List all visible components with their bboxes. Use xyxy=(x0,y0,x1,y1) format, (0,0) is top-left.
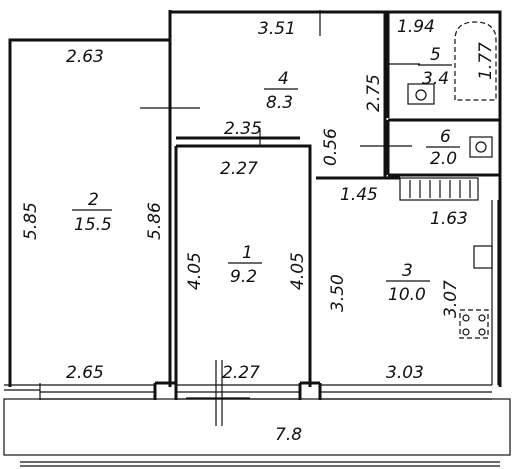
sink-icon xyxy=(407,83,435,105)
dim-1-77: 1.77 xyxy=(476,42,496,80)
dim-3-50: 3.50 xyxy=(328,274,348,312)
room-2-number: 2 xyxy=(88,190,99,210)
dim-2-65: 2.65 xyxy=(66,363,104,383)
dim-2-63: 2.63 xyxy=(66,47,104,67)
dim-5-85: 5.85 xyxy=(21,202,41,240)
fixtures xyxy=(399,21,497,339)
room-3-label: 3 10.0 xyxy=(386,261,430,305)
room-1-number: 1 xyxy=(242,243,253,263)
dim-3-07: 3.07 xyxy=(441,280,461,318)
room-5-label: 5 3.4 xyxy=(418,45,452,89)
walls xyxy=(8,10,502,387)
balcony xyxy=(3,360,511,467)
dim-0-56: 0.56 xyxy=(321,128,341,166)
dim-5-86: 5.86 xyxy=(145,202,165,240)
dimension-labels: 2.63 3.51 1.94 1.77 2.75 2.35 0.56 2.27 … xyxy=(21,17,496,445)
room-4-number: 4 xyxy=(278,69,289,89)
dim-2-27-top: 2.27 xyxy=(220,159,258,179)
dim-2-35: 2.35 xyxy=(224,119,262,139)
dim-3-51: 3.51 xyxy=(258,19,296,39)
room-2-label: 2 15.5 xyxy=(72,190,112,235)
room-2-area: 15.5 xyxy=(74,215,112,235)
room-4-area: 8.3 xyxy=(266,93,293,113)
dim-4-05-left: 4.05 xyxy=(185,252,205,290)
room-6-area: 2.0 xyxy=(430,149,457,169)
room-5-area: 3.4 xyxy=(422,69,449,89)
dim-4-05-right: 4.05 xyxy=(288,252,308,290)
dim-2-27-bottom: 2.27 xyxy=(222,363,260,383)
dim-7-8: 7.8 xyxy=(275,425,302,445)
room-3-area: 10.0 xyxy=(388,285,426,305)
room-6-number: 6 xyxy=(440,127,451,147)
room-5-number: 5 xyxy=(430,45,441,65)
room-1-label: 1 9.2 xyxy=(228,243,262,287)
dim-1-45: 1.45 xyxy=(340,185,378,205)
bathtub-icon xyxy=(454,21,497,101)
room-3-number: 3 xyxy=(402,261,413,281)
toilet-icon xyxy=(469,136,493,158)
kitchen-counter-icon xyxy=(399,177,479,201)
room-6-label: 6 2.0 xyxy=(426,127,460,169)
table-icon xyxy=(459,309,489,339)
dim-1-63: 1.63 xyxy=(430,209,468,229)
room-4-label: 4 8.3 xyxy=(264,69,298,113)
dim-3-03: 3.03 xyxy=(386,363,424,383)
dim-2-75: 2.75 xyxy=(364,74,384,112)
room-1-area: 9.2 xyxy=(230,267,257,287)
room-labels: 1 9.2 2 15.5 3 10.0 4 8.3 5 3.4 6 2.0 xyxy=(72,45,460,305)
kitchen-sink-icon xyxy=(473,245,493,269)
dim-1-94: 1.94 xyxy=(397,17,435,37)
